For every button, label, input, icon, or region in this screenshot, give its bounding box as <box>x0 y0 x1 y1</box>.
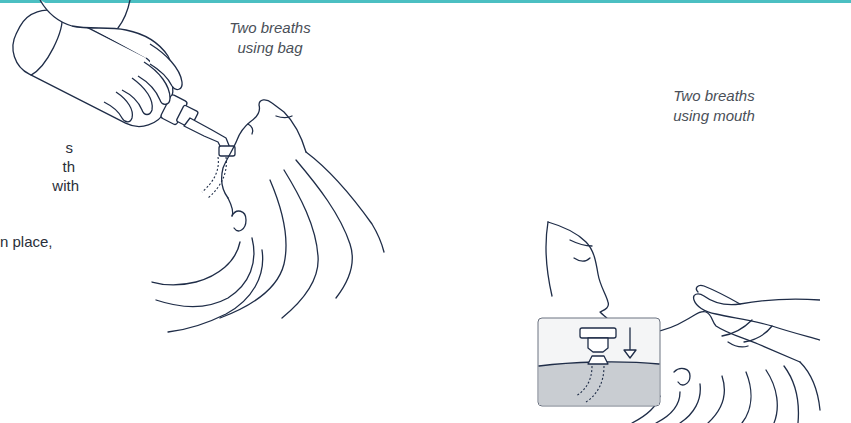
finger <box>696 285 740 304</box>
ear <box>674 369 690 385</box>
arrow-shaft <box>629 328 630 352</box>
hair <box>546 222 552 296</box>
mouthpiece <box>219 146 235 156</box>
bag-illustration <box>3 0 384 332</box>
hair <box>296 160 352 298</box>
illustration-caption: Two breaths using mouth <box>664 86 764 126</box>
nostril <box>248 124 253 134</box>
hair <box>152 242 240 285</box>
cropped-text: n place, <box>0 232 53 252</box>
ear <box>232 211 246 231</box>
hair <box>680 384 700 423</box>
airway-tube <box>576 366 604 402</box>
finger <box>104 92 132 122</box>
mouthpiece-cap <box>588 338 608 352</box>
hand <box>694 294 820 340</box>
mouthpiece-base <box>588 356 608 364</box>
closed-eye <box>574 258 590 261</box>
closed-eye <box>276 116 292 118</box>
mouthpiece-cap <box>580 328 616 338</box>
cropped-text: s <box>66 138 74 158</box>
valve-elbow <box>184 118 230 150</box>
mouth-section <box>539 362 659 405</box>
hair <box>306 152 384 252</box>
illustration-caption: Two breaths using bag <box>222 18 318 58</box>
cropped-text: with <box>52 176 79 196</box>
squeeze-bag <box>3 0 210 150</box>
eyebrow <box>570 240 592 246</box>
hair <box>742 372 751 423</box>
hair <box>156 238 254 307</box>
wrist <box>118 0 130 28</box>
arrow-head <box>624 350 636 358</box>
finger <box>744 326 772 342</box>
hair <box>708 376 724 423</box>
hair <box>766 370 777 423</box>
jaw <box>228 198 233 216</box>
top-rule <box>0 0 851 3</box>
hair <box>168 250 263 332</box>
hair <box>800 362 820 410</box>
hair <box>282 170 318 318</box>
inset <box>538 318 660 406</box>
finger <box>722 320 752 336</box>
cropped-text: th <box>62 157 75 177</box>
face-profile <box>222 100 306 198</box>
inset-frame <box>538 318 660 406</box>
hair <box>784 366 798 423</box>
closed-eye <box>728 342 748 347</box>
airway-tube <box>202 157 226 198</box>
